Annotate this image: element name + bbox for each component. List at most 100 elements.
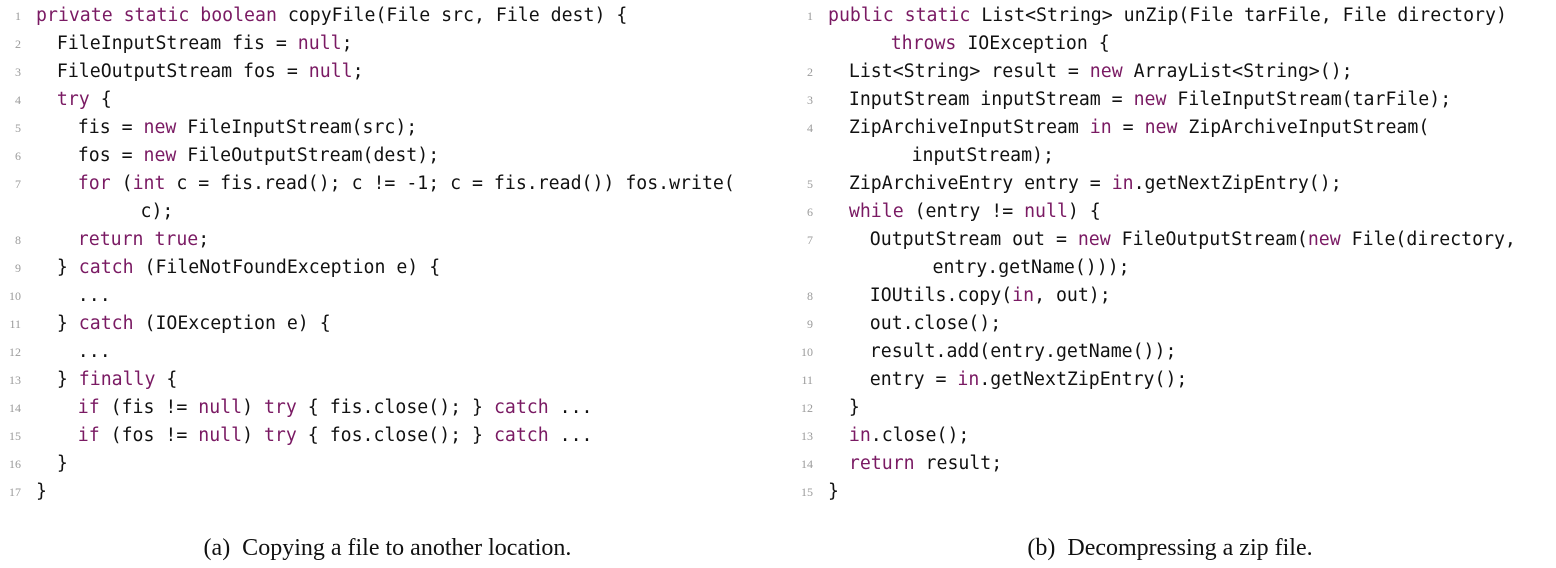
line-number: 13	[801, 429, 813, 443]
code-text: } catch (FileNotFoundException e) {	[57, 254, 440, 282]
code-line: 10...	[0, 282, 780, 310]
line-number: 9	[15, 261, 21, 275]
code-token: ;	[198, 229, 210, 250]
line-number: 13	[9, 373, 21, 387]
line-number: 14	[9, 401, 21, 415]
line-number: 11	[9, 317, 21, 331]
code-token: OutputStream out =	[869, 229, 1078, 250]
code-text: fos = new FileOutputStream(dest);	[78, 142, 439, 170]
code-text: in.close();	[849, 422, 969, 450]
code-text: ...	[78, 282, 111, 310]
code-text: InputStream inputStream = new FileInputS…	[849, 86, 1451, 114]
code-keyword: in	[1012, 285, 1035, 306]
code-token: ...	[77, 285, 111, 306]
code-keyword: null	[1024, 201, 1068, 222]
line-number: 6	[807, 205, 813, 219]
code-token: ;	[341, 33, 353, 54]
code-keyword: new	[1133, 89, 1167, 110]
code-token: {	[89, 89, 112, 110]
code-token: (fos !=	[99, 425, 199, 446]
code-token: .close();	[870, 425, 970, 446]
code-text: private static boolean copyFile(File src…	[36, 2, 627, 30]
code-text: }	[36, 478, 47, 506]
code-text: } catch (IOException e) {	[57, 310, 331, 338]
code-text: ZipArchiveInputStream in = new ZipArchiv…	[849, 114, 1429, 142]
code-token: File(directory,	[1340, 229, 1516, 250]
code-text: public static List<String> unZip(File ta…	[828, 2, 1507, 30]
line-number: 15	[801, 485, 813, 499]
code-token: ...	[548, 397, 593, 418]
code-text: return true;	[78, 226, 209, 254]
line-number: 15	[9, 429, 21, 443]
line-number: 6	[15, 149, 21, 163]
line-number: 8	[15, 233, 21, 247]
code-token: .getNextZipEntry();	[1133, 173, 1342, 194]
code-line: 13 in.close();	[792, 422, 1552, 450]
code-keyword: null	[198, 425, 243, 446]
line-number: 9	[807, 317, 813, 331]
line-number: 2	[807, 65, 813, 79]
code-token: entry.getName()));	[932, 257, 1130, 278]
code-keyword: if	[77, 425, 100, 446]
line-number: 3	[807, 93, 813, 107]
line-number: 8	[807, 289, 813, 303]
code-line: entry.getName()));	[792, 254, 1552, 282]
line-number: 3	[15, 65, 21, 79]
code-token: { fos.close(); }	[296, 425, 494, 446]
code-keyword: in	[1089, 117, 1112, 138]
code-text: }	[57, 450, 68, 478]
code-keyword: new	[1077, 229, 1111, 250]
code-token: copyFile(File src, File dest) {	[287, 5, 628, 26]
code-token: (entry !=	[903, 201, 1025, 222]
code-token: result;	[914, 453, 1003, 474]
code-keyword: in	[957, 369, 980, 390]
code-text: if (fis != null) try { fis.close(); } ca…	[78, 394, 593, 422]
code-text: for (int c = fis.read(); c != -1; c = fi…	[78, 170, 735, 198]
code-keyword: catch	[78, 313, 134, 334]
code-token: { fis.close(); }	[296, 397, 494, 418]
code-token: FileOutputStream fos =	[56, 61, 309, 82]
code-keyword: return true	[77, 229, 199, 250]
line-number: 10	[9, 289, 21, 303]
line-number: 1	[807, 9, 813, 23]
code-keyword: int	[132, 173, 166, 194]
code-token: ;	[352, 61, 364, 82]
code-keyword: while	[848, 201, 904, 222]
code-keyword: try	[56, 89, 90, 110]
code-text: FileOutputStream fos = null;	[57, 58, 364, 86]
code-token: entry =	[869, 369, 958, 390]
code-token: )	[242, 397, 264, 418]
code-keyword: throws	[890, 33, 957, 54]
line-number: 5	[15, 121, 21, 135]
code-token: (fis !=	[99, 397, 199, 418]
code-text: result.add(entry.getName());	[870, 338, 1177, 366]
code-line: 17}	[0, 478, 780, 506]
line-number: 16	[9, 457, 21, 471]
code-line: 14 return result;	[792, 450, 1552, 478]
code-token: fis =	[77, 117, 144, 138]
code-token: }	[56, 257, 79, 278]
code-token: ...	[548, 425, 593, 446]
code-keyword: return	[848, 453, 915, 474]
code-keyword: private static boolean	[36, 5, 288, 26]
code-token: c = fis.read(); c != -1; c = fis.read())…	[165, 173, 735, 194]
code-token: }	[848, 397, 860, 418]
line-number: 14	[801, 457, 813, 471]
code-line: throws IOException {	[792, 30, 1552, 58]
line-number: 5	[807, 177, 813, 191]
code-token: }	[56, 453, 68, 474]
code-token: fos =	[77, 145, 144, 166]
code-text: } finally {	[57, 366, 177, 394]
line-number: 7	[807, 233, 813, 247]
code-line: 11 } catch (IOException e) {	[0, 310, 780, 338]
code-text: throws IOException {	[891, 30, 1110, 58]
code-keyword: new	[143, 117, 177, 138]
code-keyword: for	[77, 173, 111, 194]
